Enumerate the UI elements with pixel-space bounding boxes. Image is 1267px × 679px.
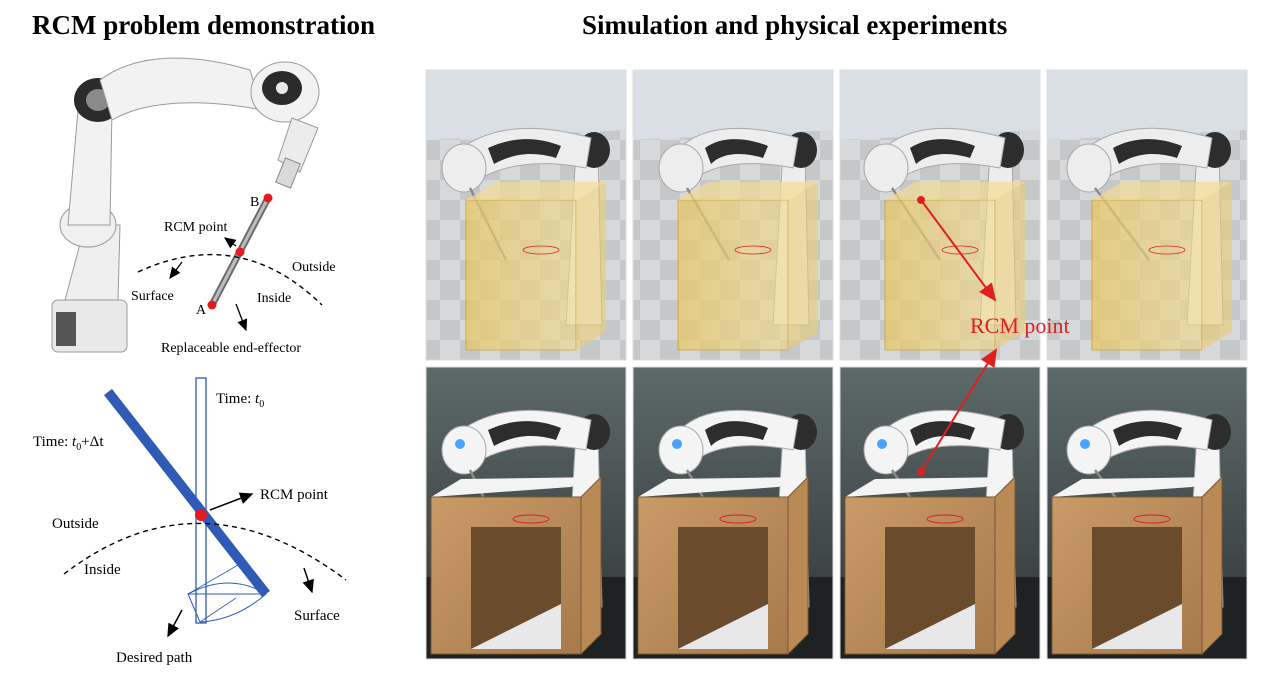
desired-path-label: Desired path — [116, 650, 193, 666]
path-trace — [926, 514, 964, 524]
path-trace — [734, 245, 772, 255]
target-volume — [1091, 199, 1203, 351]
photo-sim-1 — [425, 69, 627, 361]
outside-label-2: Outside — [52, 516, 99, 532]
path-trace — [512, 514, 550, 524]
target-volume — [465, 199, 577, 351]
box-lid — [1052, 477, 1222, 497]
photo-phys-4 — [1046, 366, 1248, 660]
target-volume — [677, 199, 789, 351]
path-trace — [719, 514, 757, 524]
surface-label-2: Surface — [294, 608, 340, 624]
surface-arrow-2 — [302, 567, 314, 594]
inside-label-2: Inside — [84, 562, 121, 578]
time-t0-label: Time: t0 — [216, 391, 264, 410]
point-a-label: A — [196, 303, 207, 318]
end-effector-arrow — [235, 303, 248, 332]
surface-arc — [137, 254, 323, 306]
point-a-marker — [207, 300, 217, 310]
instrument-t0-dt — [104, 388, 270, 598]
path-trace — [1133, 514, 1171, 524]
box-lid — [638, 477, 808, 497]
link-2 — [67, 107, 113, 226]
surface-arc-2 — [63, 522, 347, 581]
robot-figure — [441, 409, 610, 608]
point-b-label: B — [250, 195, 259, 210]
photo-sim-2 — [632, 69, 834, 361]
path-trace — [522, 245, 560, 255]
desired-path-curve — [187, 582, 267, 623]
rcm-point-label: RCM point — [164, 220, 228, 235]
path-trace — [1148, 245, 1186, 255]
point-b-marker — [263, 193, 273, 203]
robot-arm-illustration: B A RCM point Outside Inside Surface Rep… — [51, 57, 336, 356]
time-t0-dt-label: Time: t0+Δt — [33, 434, 104, 453]
callout-label: RCM point — [970, 313, 1070, 338]
right-heading: Simulation and physical experiments — [582, 10, 1008, 40]
box-lid — [431, 477, 601, 497]
callout-arrow-down — [920, 199, 997, 302]
photo-grid — [425, 69, 1248, 660]
rcm-arrow — [223, 237, 237, 249]
surface-label: Surface — [131, 289, 174, 304]
box-lid — [845, 477, 1015, 497]
rcm-point-marker-2 — [195, 509, 207, 521]
rcm-arrow-2 — [209, 492, 254, 511]
rcm-point-label-2: RCM point — [260, 487, 329, 503]
rcm-point-marker — [235, 247, 245, 257]
link-1 — [64, 224, 121, 301]
base-connector — [56, 312, 76, 346]
photo-phys-3 — [839, 366, 1041, 660]
sim-rcm-marker — [917, 196, 925, 204]
link-3 — [99, 57, 263, 121]
desired-path-arrow — [167, 609, 183, 638]
photo-sim-3 — [839, 69, 1041, 361]
left-heading: RCM problem demonstration — [32, 10, 375, 40]
photo-phys-1 — [425, 366, 627, 660]
surface-arrow — [169, 261, 183, 280]
photo-phys-2 — [632, 366, 834, 660]
end-effector-label: Replaceable end-effector — [161, 341, 301, 356]
flange — [275, 157, 301, 189]
outside-label: Outside — [292, 260, 336, 275]
rcm-callout: RCM point — [917, 196, 1070, 476]
photo-sim-4 — [1046, 69, 1248, 361]
robot-figure — [863, 409, 1024, 608]
callout-arrow-up — [920, 348, 998, 473]
phys-rcm-marker — [917, 468, 925, 476]
timing-diagram: Time: t0 Time: t0+Δt RCM point Outside I… — [33, 377, 347, 666]
inside-label: Inside — [257, 291, 291, 306]
